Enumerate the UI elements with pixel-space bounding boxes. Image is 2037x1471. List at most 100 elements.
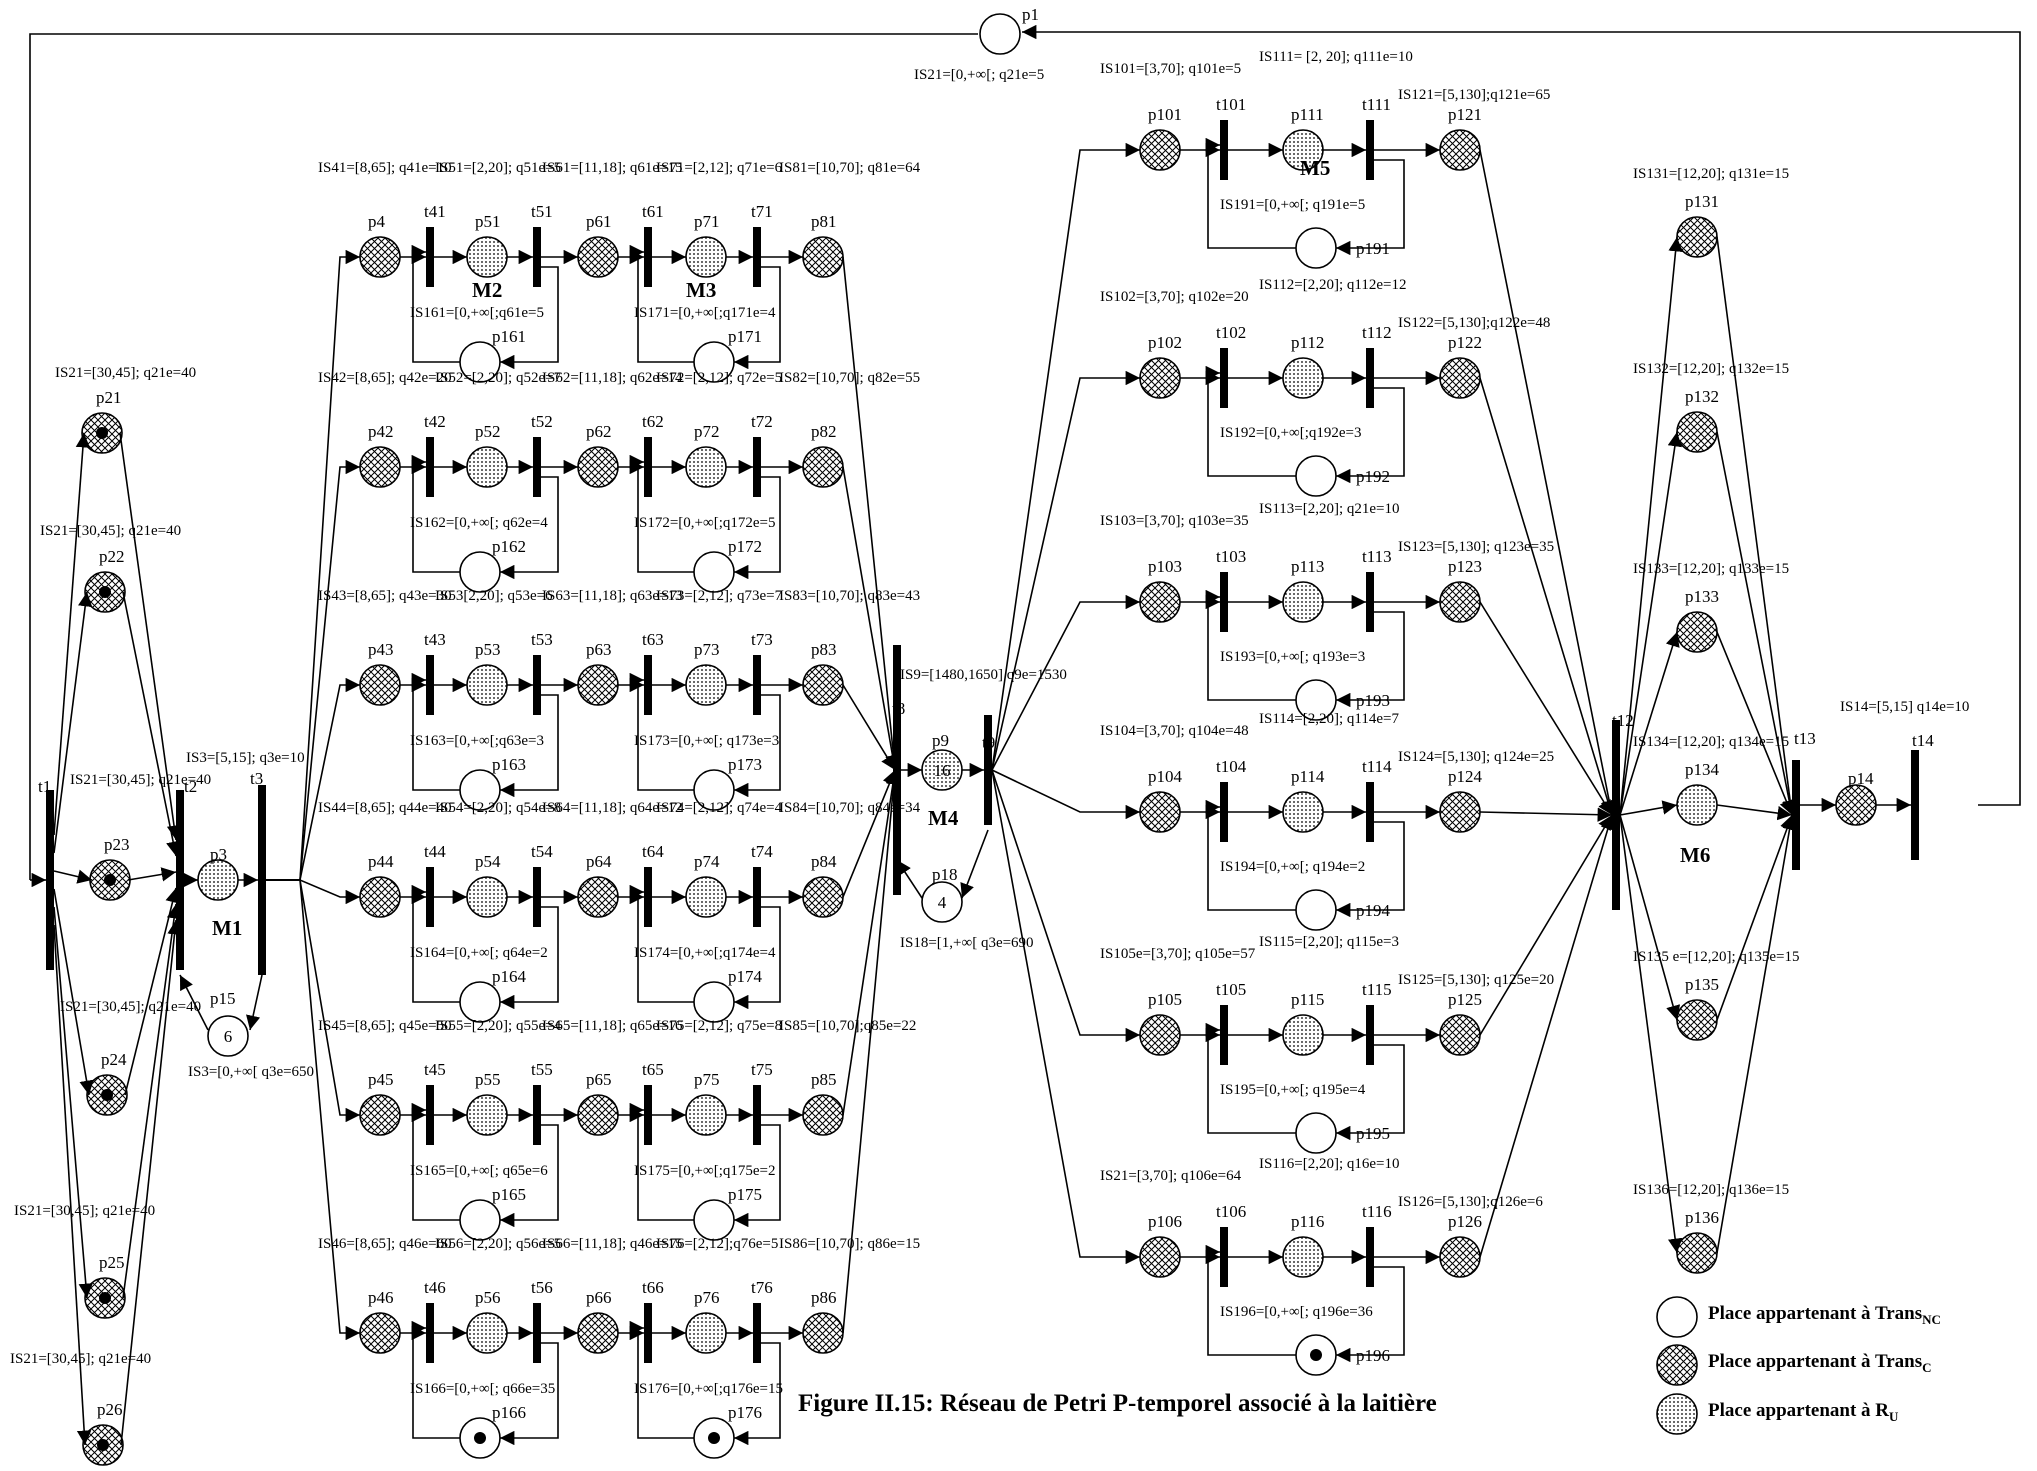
- place-p166: [459, 1417, 501, 1459]
- interval-label-p123: IS123=[5,130]; q123e=35: [1398, 539, 1555, 555]
- interval-label-p174: IS174=[0,+∞[;q174e=4: [634, 945, 776, 961]
- machine-label-M2: M2: [472, 278, 503, 302]
- place-label-p55: p55: [475, 1070, 501, 1089]
- place-p103: [1139, 581, 1181, 623]
- place-label-p134: p134: [1685, 760, 1719, 779]
- place-p101: [1139, 129, 1181, 171]
- place-p115: [1282, 1014, 1324, 1056]
- transition-label-t76: t76: [751, 1278, 773, 1297]
- transition-label-t1: t1: [38, 777, 52, 796]
- interval-label-p66: IS66=[11,18]; q46e=15: [542, 1236, 683, 1252]
- transition-t51: [533, 227, 541, 287]
- interval-label-p175: IS175=[0,+∞[;q175e=2: [634, 1163, 776, 1179]
- transition-label-t54: t54: [531, 842, 553, 861]
- transition-label-t56: t56: [531, 1278, 553, 1297]
- place-p123: [1439, 581, 1481, 623]
- token-p196: [1310, 1349, 1322, 1361]
- place-p112: [1282, 357, 1324, 399]
- interval-label-p132: IS132=[12,20]; q132e=15: [1633, 361, 1790, 377]
- place-label-p1: p1: [1022, 5, 1039, 24]
- place-label-p22: p22: [99, 547, 125, 566]
- place-label-p73: p73: [694, 640, 720, 659]
- token-count-p9: 16: [934, 761, 951, 780]
- place-label-p163: p163: [492, 755, 526, 774]
- place-p104: [1139, 791, 1181, 833]
- place-p74: [685, 876, 727, 918]
- transition-t64: [644, 867, 652, 927]
- token-p23: [104, 874, 116, 886]
- transition-t73: [753, 655, 761, 715]
- place-legend-empty-place: [1656, 1296, 1698, 1338]
- place-label-p83: p83: [811, 640, 837, 659]
- place-label-p82: p82: [811, 422, 837, 441]
- transition-label-t45: t45: [424, 1060, 446, 1079]
- transition-label-t46: t46: [424, 1278, 446, 1297]
- legend-item-hatched-place: Place appartenant à TransC: [1708, 1351, 1932, 1375]
- place-label-p162: p162: [492, 537, 526, 556]
- interval-label-p1: IS21=[0,+∞[; q21e=5: [914, 67, 1045, 83]
- interval-label-p82: IS82=[10,70]; q82e=55: [779, 370, 921, 386]
- place-label-p172: p172: [728, 537, 762, 556]
- place-label-p84: p84: [811, 852, 837, 871]
- place-label-p26: p26: [97, 1400, 123, 1419]
- place-label-p64: p64: [586, 852, 612, 871]
- place-p66: [577, 1312, 619, 1354]
- interval-label-p3: IS3=[5,15]; q3e=10: [186, 750, 305, 766]
- place-label-p74: p74: [694, 852, 720, 871]
- transition-t46: [426, 1303, 434, 1363]
- transition-label-t12: t12: [1612, 711, 1634, 730]
- place-label-p114: p114: [1291, 767, 1325, 786]
- transition-t72: [753, 437, 761, 497]
- interval-label-p135: IS135 e=[12,20]; q135e=15: [1633, 949, 1800, 965]
- place-label-p104: p104: [1148, 767, 1182, 786]
- interval-label-p55: IS55=[2,20]; q55e=4: [435, 1018, 562, 1034]
- transition-t66: [644, 1303, 652, 1363]
- interval-label-p173: IS173=[0,+∞[; q173e=3: [634, 733, 780, 749]
- transition-t62: [644, 437, 652, 497]
- transition-t101: [1220, 120, 1228, 180]
- place-p194: [1295, 889, 1337, 931]
- place-p133: [1676, 611, 1718, 653]
- transition-t74: [753, 867, 761, 927]
- transition-label-t104: t104: [1216, 757, 1247, 776]
- interval-label-p133: IS133=[12,20]; q133e=15: [1633, 561, 1790, 577]
- interval-label-p163: IS163=[0,+∞[;q63e=3: [410, 733, 544, 749]
- place-p26: [82, 1424, 124, 1466]
- place-p113: [1282, 581, 1324, 623]
- transition-label-t106: t106: [1216, 1202, 1247, 1221]
- transition-label-t51: t51: [531, 202, 553, 221]
- machine-label-M5: M5: [1300, 156, 1331, 180]
- place-label-p42: p42: [368, 422, 394, 441]
- transition-label-t8: t8: [892, 699, 906, 718]
- interval-label-p61: IS61=[11,18]; q61e=15: [542, 160, 683, 176]
- place-label-p65: p65: [586, 1070, 612, 1089]
- transition-t75: [753, 1085, 761, 1145]
- place-label-p43: p43: [368, 640, 394, 659]
- machine-label-M3: M3: [686, 278, 717, 302]
- interval-label-p4: IS41=[8,65]; q41e=10: [318, 160, 452, 176]
- interval-label-p63: IS63=[11,18]; q63e=13: [542, 588, 683, 604]
- interval-label-p112: IS112=[2,20]; q112e=12: [1259, 277, 1407, 293]
- place-label-p135: p135: [1685, 975, 1719, 994]
- transition-label-t116: t116: [1362, 1202, 1392, 1221]
- place-label-p191: p191: [1356, 239, 1390, 258]
- place-p102: [1139, 357, 1181, 399]
- interval-label-p191: IS191=[0,+∞[; q191e=5: [1220, 197, 1366, 213]
- transition-label-t101: t101: [1216, 95, 1247, 114]
- interval-label-p45: IS45=[8,65]; q45e=50: [318, 1018, 452, 1034]
- place-label-p123: p123: [1448, 557, 1482, 576]
- transition-t8: [893, 645, 901, 895]
- transition-t76: [753, 1303, 761, 1363]
- place-label-p46: p46: [368, 1288, 394, 1307]
- place-label-p125: p125: [1448, 990, 1482, 1009]
- place-p45: [359, 1094, 401, 1136]
- place-label-p81: p81: [811, 212, 837, 231]
- transition-t71: [753, 227, 761, 287]
- transition-label-t63: t63: [642, 630, 664, 649]
- transition-label-t52: t52: [531, 412, 553, 431]
- place-label-p53: p53: [475, 640, 501, 659]
- interval-label-p102: IS102=[3,70]; q102e=20: [1100, 289, 1249, 305]
- place-label-p126: p126: [1448, 1212, 1482, 1231]
- transition-label-t14: t14: [1912, 731, 1934, 750]
- place-label-p174: p174: [728, 967, 762, 986]
